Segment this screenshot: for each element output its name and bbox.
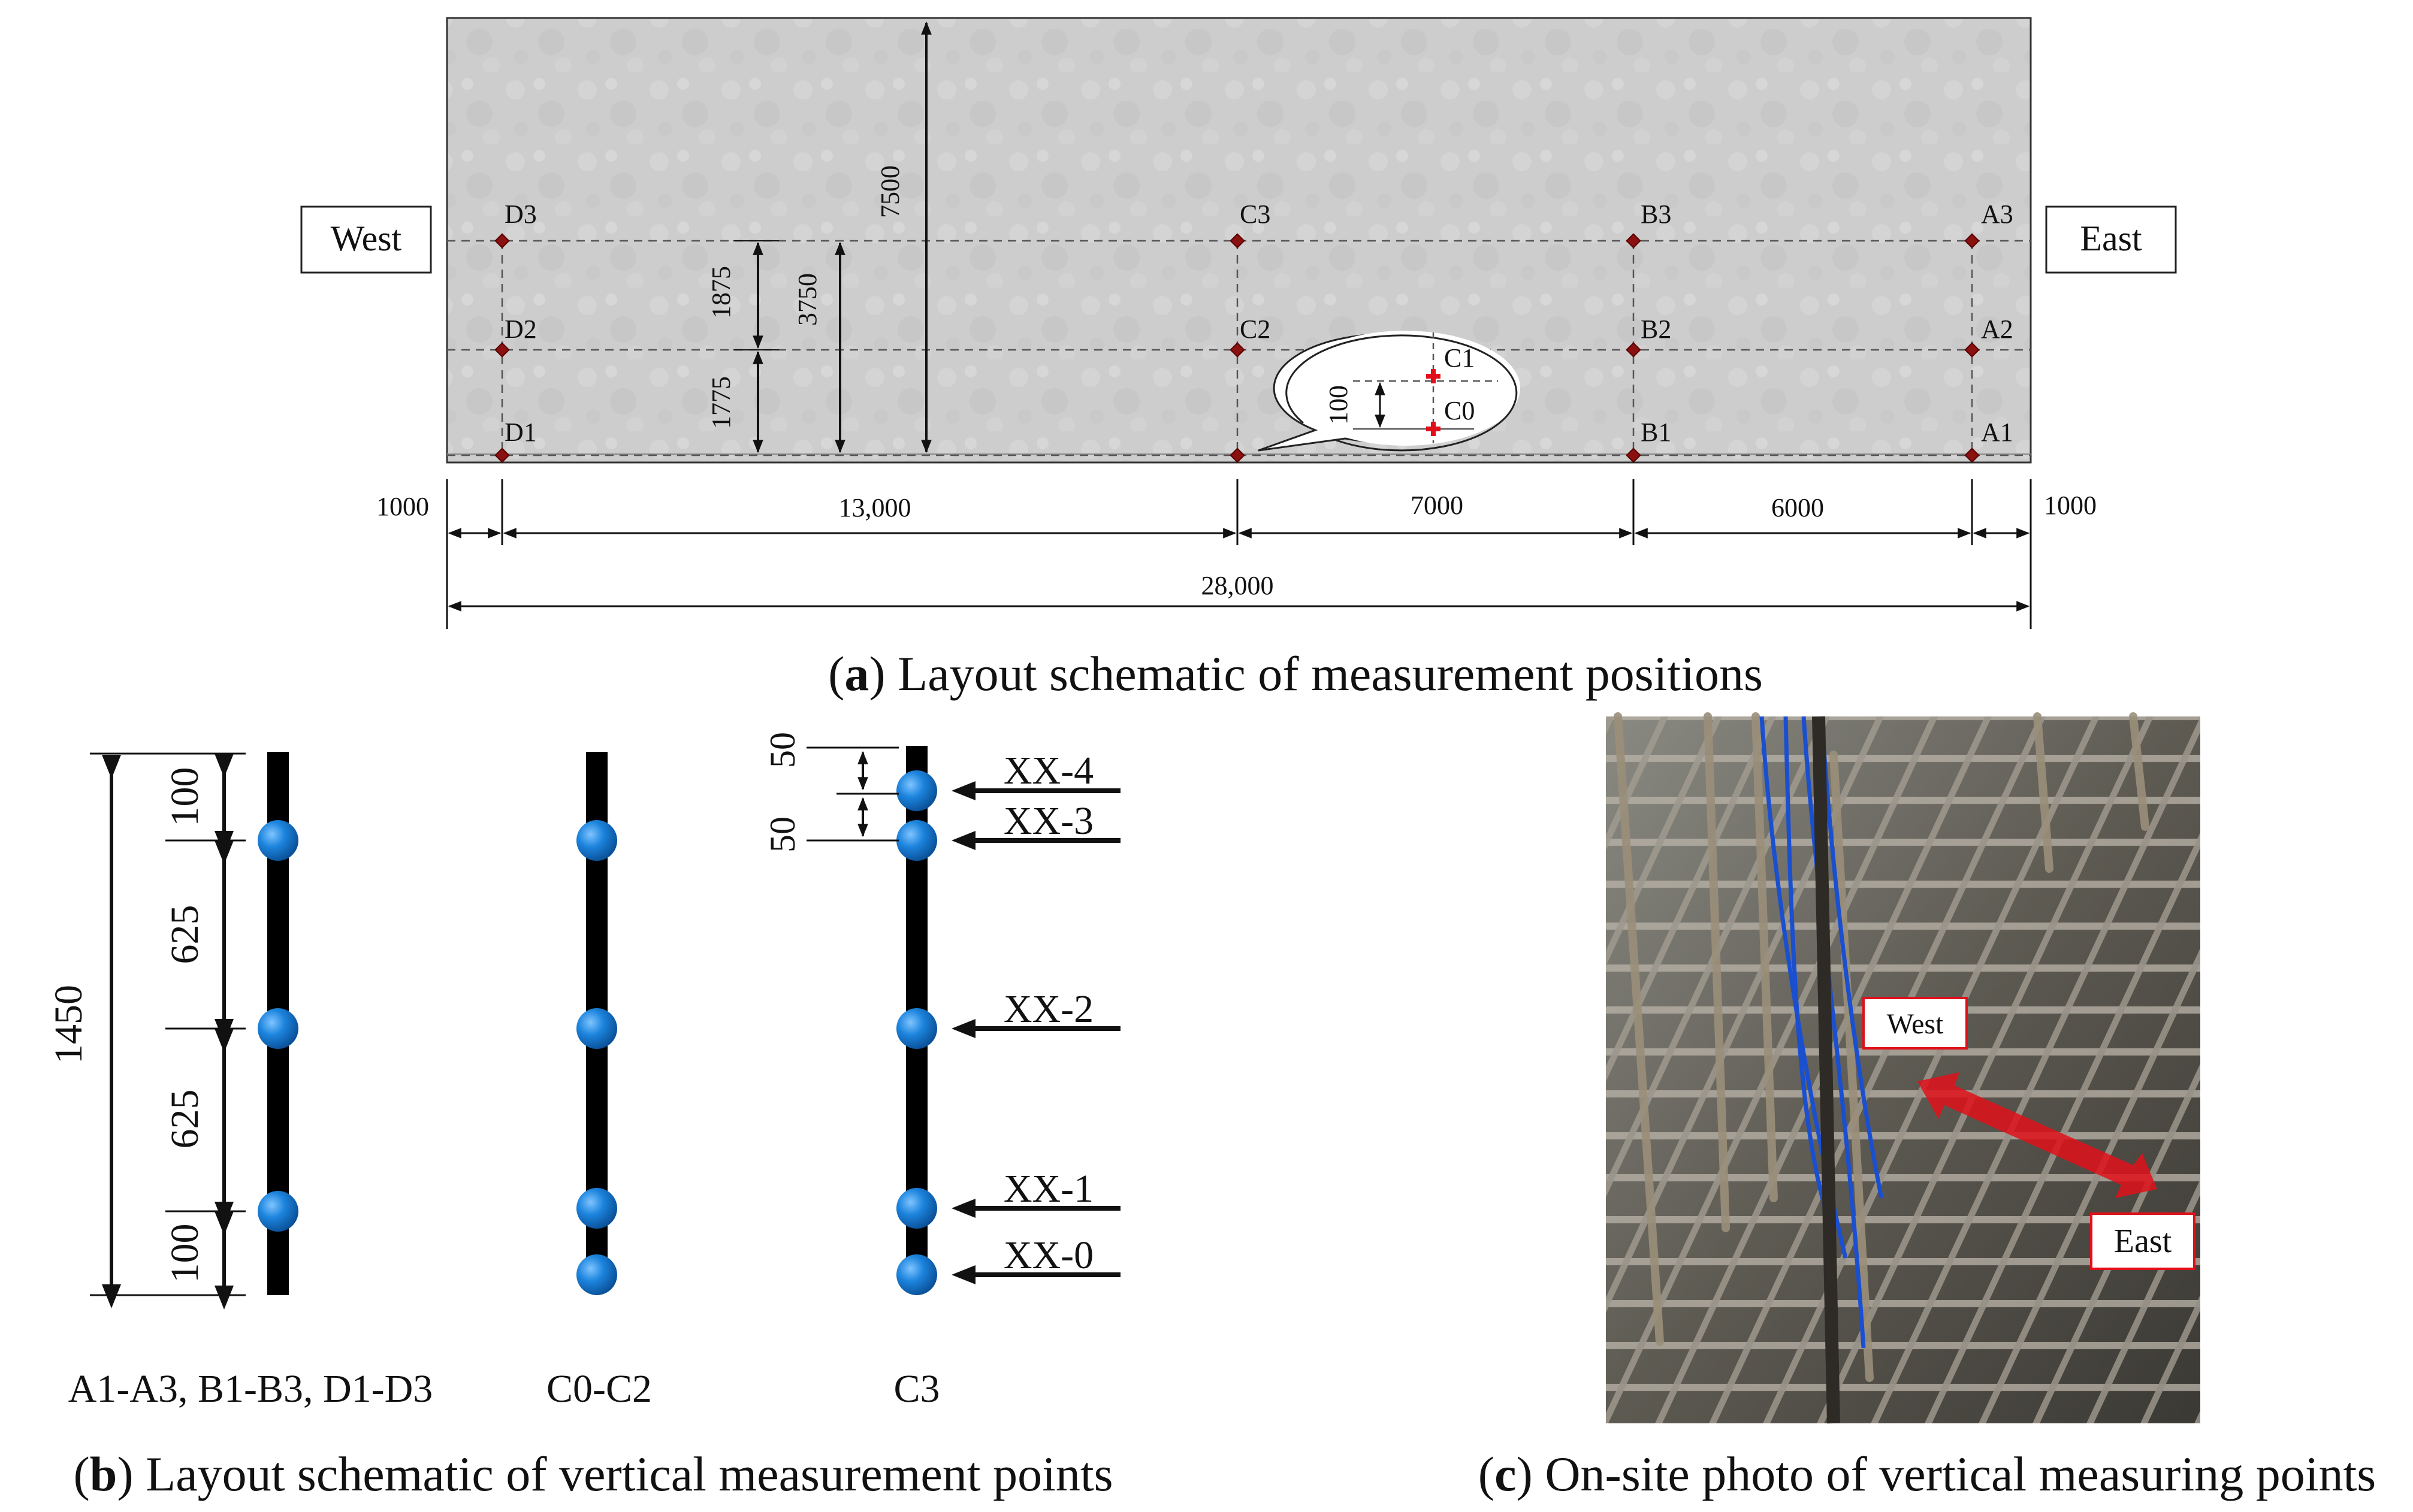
dim-rod1-bottom: 100 <box>163 1224 207 1283</box>
label-a1: A1 <box>1981 418 2013 447</box>
label-a3: A3 <box>1981 199 2013 229</box>
east-label: East <box>2080 219 2142 258</box>
photo-east-tag: East <box>2090 1212 2195 1270</box>
dim-1450: 1450 <box>47 985 90 1064</box>
callout-c0: C0 <box>1444 396 1475 425</box>
svg-text:East: East <box>2114 1223 2172 1260</box>
dim-rod1-lower: 625 <box>163 1090 207 1149</box>
panel-a: West East D3 D2 D1 C3 C2 <box>300 17 2177 701</box>
point-a2 <box>1964 342 1980 358</box>
panel-c: West East (c) On-site photo of vertical … <box>1478 712 2376 1501</box>
site-photo: West East <box>1606 712 2200 1424</box>
dim-rod1-top: 100 <box>163 767 207 827</box>
dim-7500: 7500 <box>875 165 905 218</box>
callout-bubble: 100 C1 C0 <box>1258 331 1520 452</box>
label-d3: D3 <box>505 199 537 229</box>
point-c3 <box>1230 233 1245 249</box>
label-c3: C3 <box>1240 199 1270 229</box>
rod-1-dimensions <box>90 752 246 1310</box>
caption-b: (b) Layout schematic of vertical measure… <box>73 1447 1113 1501</box>
rod-3-label: C3 <box>893 1367 940 1411</box>
xx-level-2: XX-2 <box>1004 987 1094 1031</box>
point-labels: D3 D2 D1 C3 C2 B3 B2 B1 A3 A2 A1 <box>505 199 2013 447</box>
rod-3-sensors <box>896 770 937 1295</box>
rod-2-sensors <box>576 820 617 1295</box>
dim-3750: 3750 <box>793 273 822 326</box>
cross-c0 <box>1426 422 1440 436</box>
direction-arrow <box>1917 1072 2157 1198</box>
point-d3 <box>494 233 510 249</box>
xx-level-3: XX-3 <box>1004 799 1094 843</box>
point-c1c0 <box>1230 447 1245 463</box>
label-b3: B3 <box>1641 199 1671 229</box>
caption-c: (c) On-site photo of vertical measuring … <box>1478 1447 2376 1501</box>
callout-dim: 100 <box>1324 385 1353 425</box>
panel-b: 1450 100 625 625 100 A1-A3, B1-B3, D1-D3… <box>47 732 1121 1501</box>
dim-rod3-d2: 50 <box>763 817 802 852</box>
point-b2 <box>1626 342 1641 358</box>
point-d1 <box>494 447 510 463</box>
rod-3-dimensions <box>807 746 899 842</box>
dim-left-1000: 1000 <box>376 492 429 521</box>
dim-6000: 6000 <box>1771 493 1824 522</box>
xx-level-1: XX-1 <box>1004 1167 1094 1211</box>
xx-arrows <box>952 781 1121 1284</box>
label-b2: B2 <box>1641 315 1671 344</box>
west-label: West <box>331 219 402 258</box>
caption-a: (a) Layout schematic of measurement posi… <box>828 646 1763 701</box>
callout-c1: C1 <box>1444 343 1475 373</box>
rod-2-label: C0-C2 <box>546 1367 652 1411</box>
dim-1775: 1775 <box>706 376 736 429</box>
point-d2 <box>494 342 510 358</box>
label-d1: D1 <box>505 418 537 447</box>
xx-level-0: XX-0 <box>1004 1233 1094 1277</box>
dim-13000: 13,000 <box>839 493 911 522</box>
photo-west-tag: West <box>1862 997 1968 1050</box>
point-b1 <box>1626 447 1641 463</box>
point-a3 <box>1964 233 1980 249</box>
dim-1875: 1875 <box>706 266 736 319</box>
label-c2: C2 <box>1240 315 1270 344</box>
vertical-dimensions <box>733 21 932 453</box>
point-b3 <box>1626 233 1641 249</box>
xx-level-4: XX-4 <box>1004 749 1094 793</box>
label-d2: D2 <box>505 315 537 344</box>
rod-1-label: A1-A3, B1-B3, D1-D3 <box>68 1367 433 1411</box>
point-a1 <box>1964 447 1980 463</box>
horizontal-dimensions <box>446 479 2032 629</box>
dim-rod3-d1: 50 <box>763 732 802 768</box>
measurement-points <box>494 233 1980 463</box>
cross-c1 <box>1426 369 1440 383</box>
dim-7000: 7000 <box>1411 491 1463 520</box>
dim-rod1-upper: 625 <box>163 905 207 964</box>
label-a2: A2 <box>1981 315 2013 344</box>
rod-1-sensors <box>258 820 298 1232</box>
west-box: West <box>300 205 432 274</box>
dim-right-1000: 1000 <box>2044 491 2097 520</box>
east-box: East <box>2045 205 2177 274</box>
label-b1: B1 <box>1641 418 1671 447</box>
dim-28000: 28,000 <box>1201 571 1274 600</box>
svg-text:West: West <box>1887 1008 1944 1040</box>
point-c2 <box>1230 342 1245 358</box>
